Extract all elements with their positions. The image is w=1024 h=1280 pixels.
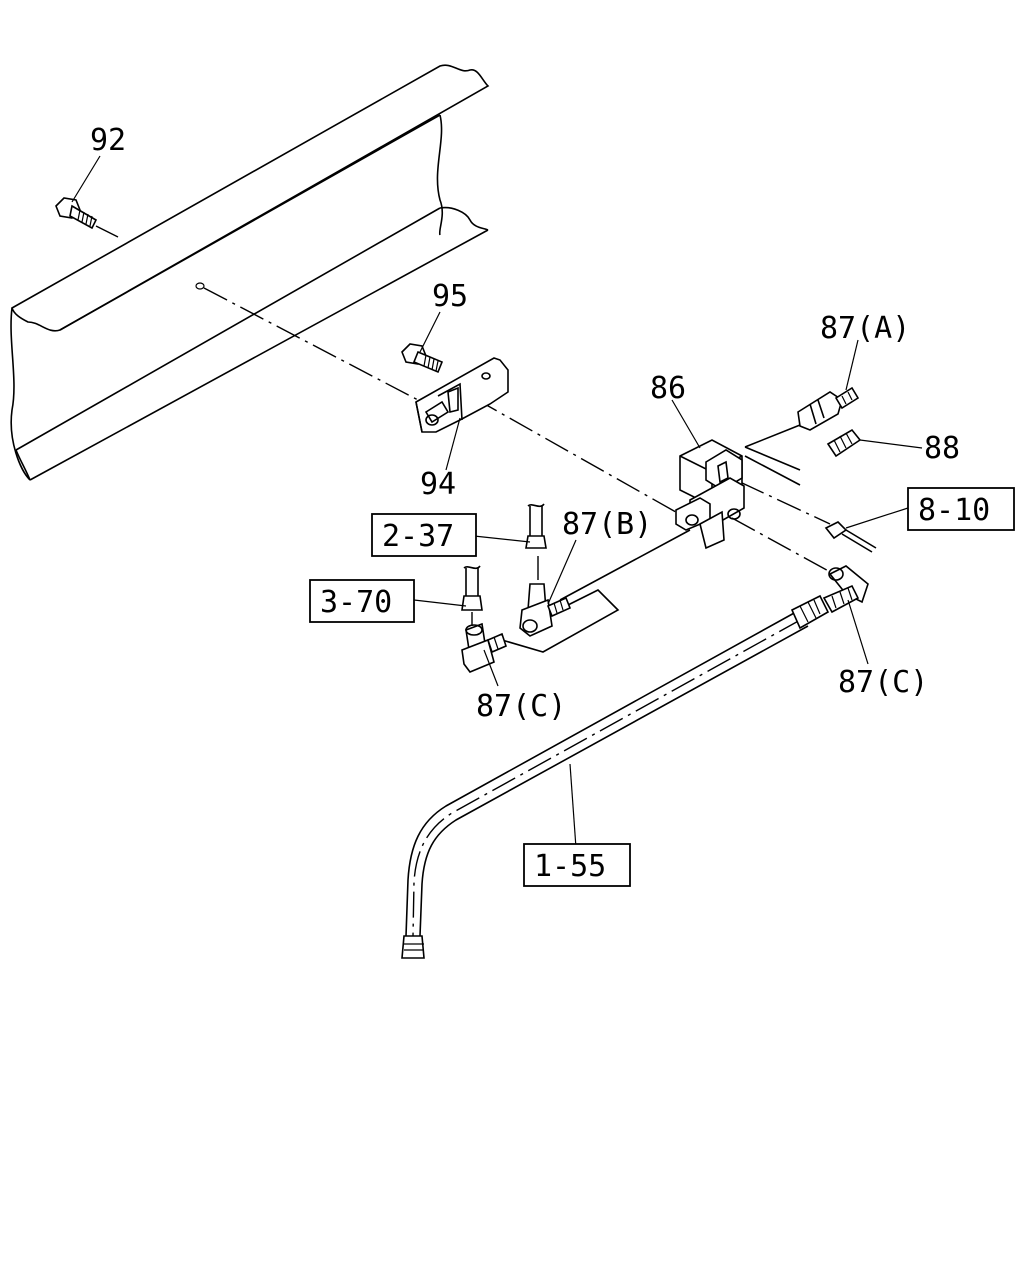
hose-1-55 [401, 594, 830, 959]
ref-3-70[interactable]: 3-70 [320, 585, 392, 620]
ref-8-10[interactable]: 8-10 [918, 493, 990, 528]
label-87b: 87(B) [562, 507, 652, 542]
callouts: 92 95 94 86 87(A) 88 87(B) 87(C) 87(C) [90, 123, 960, 724]
leader-lines [71, 155, 923, 849]
label-86: 86 [650, 371, 686, 406]
label-87c-left: 87(C) [476, 689, 566, 724]
label-88: 88 [924, 431, 960, 466]
harness-connector [824, 521, 877, 553]
label-94: 94 [420, 467, 456, 502]
fitting-87b [519, 583, 572, 637]
valve-86 [675, 439, 745, 550]
assembly-lines [95, 225, 835, 653]
label-92: 92 [90, 123, 126, 158]
reference-boxes: 8-10 2-37 3-70 1-55 [309, 487, 1015, 887]
fitting-87a [797, 386, 860, 431]
ref-box-3-70 [309, 579, 415, 623]
ref-2-37[interactable]: 2-37 [382, 519, 454, 554]
fitting-87c-right [822, 565, 869, 614]
bolt-92 [55, 197, 98, 230]
pipe-end-3-70 [461, 565, 483, 611]
fitting-87c-left [461, 622, 507, 673]
ref-box-8-10 [907, 487, 1015, 531]
label-95: 95 [432, 279, 468, 314]
bolt-95 [401, 343, 444, 374]
ref-box-2-37 [371, 513, 477, 557]
frame-rail [10, 64, 490, 481]
plug-88 [826, 428, 862, 458]
pipe-end-2-37 [525, 503, 547, 549]
ref-1-55[interactable]: 1-55 [534, 849, 606, 884]
label-87c-right: 87(C) [838, 665, 928, 700]
ref-box-1-55 [523, 843, 631, 887]
bracket-94 [415, 357, 509, 433]
label-87a: 87(A) [820, 311, 910, 346]
